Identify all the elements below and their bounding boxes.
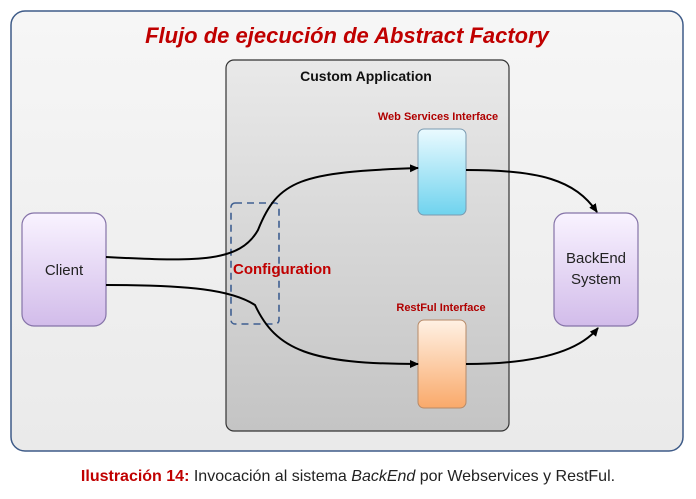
diagram-title: Flujo de ejecución de Abstract Factory (145, 23, 551, 48)
abstract-factory-diagram: Flujo de ejecución de Abstract Factory C… (10, 10, 684, 452)
caption-label: Ilustración 14: (80, 468, 190, 485)
backend-system-label-line2: System (571, 271, 621, 288)
backend-system-box (553, 212, 639, 327)
figure-caption: Ilustración 14: Invocación al sistema Ba… (0, 468, 696, 486)
restful-interface-label: RestFul Interface (396, 302, 485, 314)
configuration-box (230, 202, 280, 325)
restful-interface-box (417, 319, 467, 409)
web-services-interface-label: Web Services Interface (378, 111, 498, 123)
restful-to-backend-connector (465, 327, 599, 365)
web-services-to-backend-connector (465, 169, 598, 213)
client-label: Client (45, 262, 84, 279)
caption-text-1: Invocación al sistema (189, 468, 352, 485)
web-services-interface-box (417, 128, 467, 216)
caption-text-2: por Webservices y RestFul. (415, 468, 616, 485)
client-box (21, 212, 107, 327)
custom-application-label: Custom Application (300, 68, 432, 84)
backend-system-label-line1: BackEnd (566, 250, 626, 267)
client-to-web-services-connector (105, 164, 419, 261)
caption-italic: BackEnd (351, 468, 416, 485)
client-to-restful-connector (105, 284, 419, 368)
configuration-label: Configuration (233, 261, 331, 278)
